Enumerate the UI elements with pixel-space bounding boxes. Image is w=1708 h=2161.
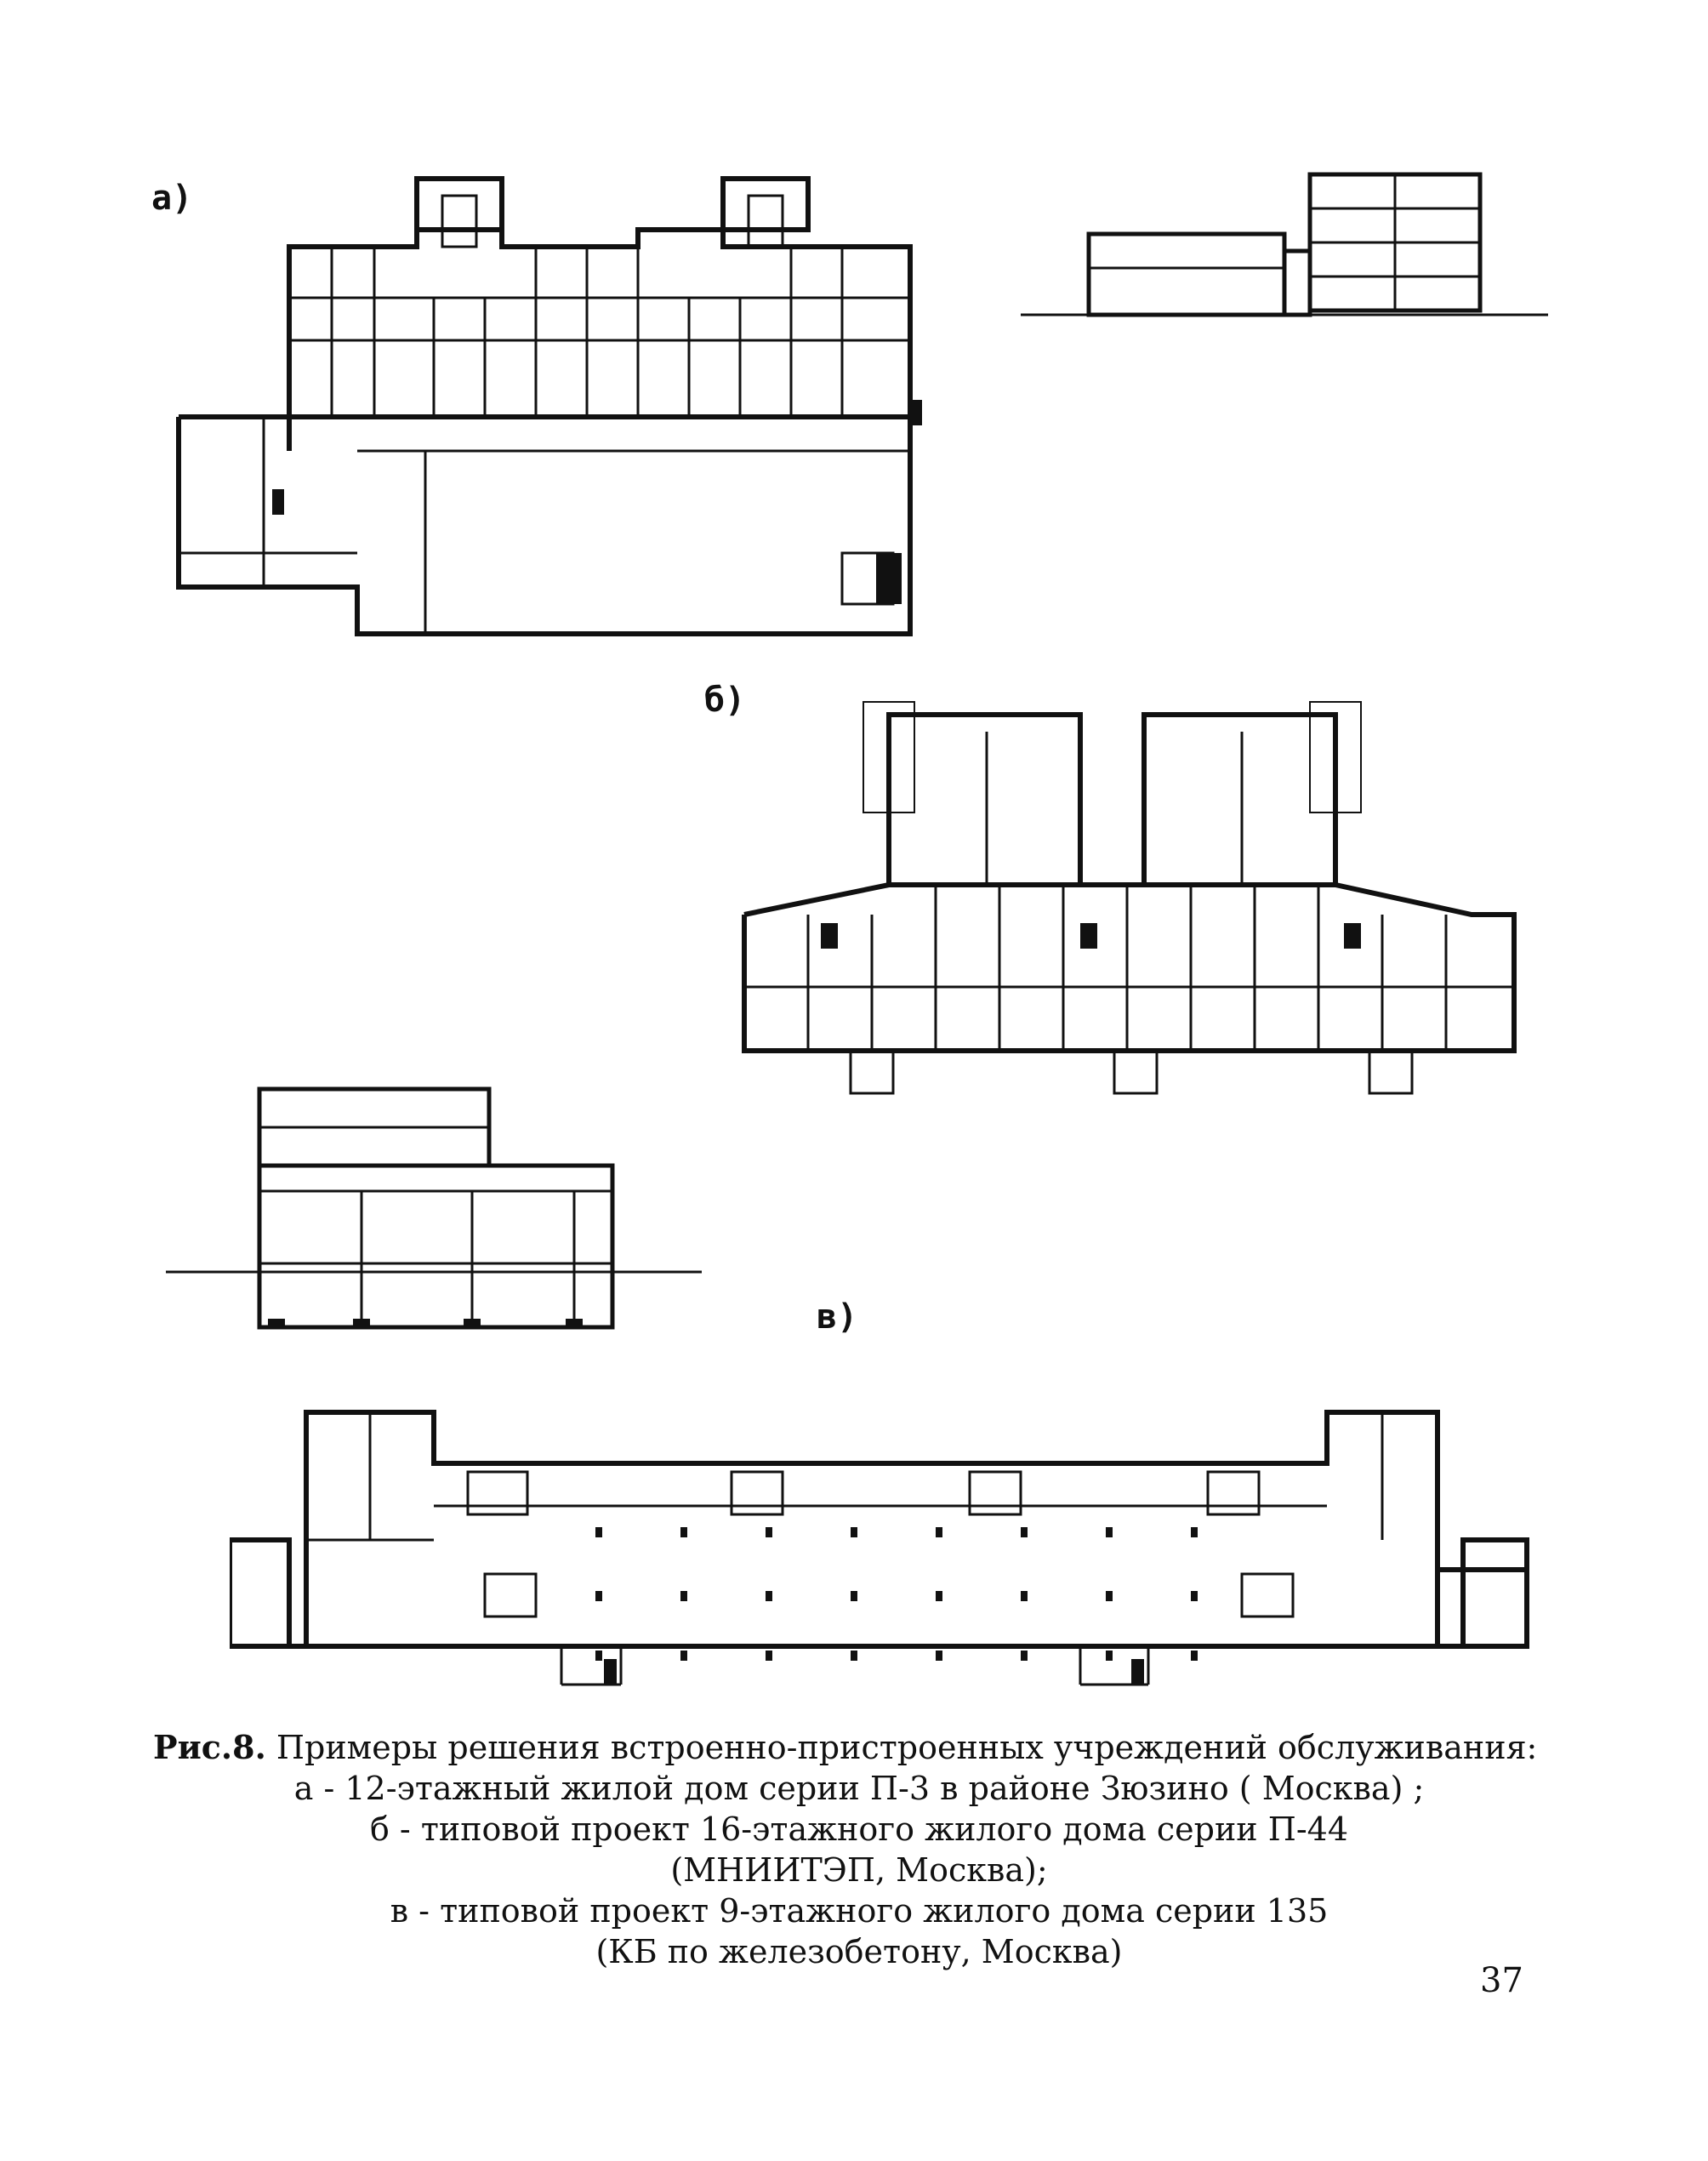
section-v xyxy=(166,1080,702,1336)
label-v: в) xyxy=(817,1297,858,1337)
caption-line-4: (МНИИТЭП, Москва); xyxy=(670,1851,1048,1889)
floor-plan-v xyxy=(230,1404,1531,1702)
floor-plan-b xyxy=(723,689,1540,1115)
caption-title: Примеры решения встроенно-пристроенных у… xyxy=(276,1729,1538,1766)
figure-caption: Рис.8. Примеры решения встроенно-пристро… xyxy=(153,1727,1565,1972)
caption-line-5: в - типовой проект 9-этажного жилого дом… xyxy=(390,1892,1329,1930)
floor-plan-a xyxy=(162,170,944,647)
caption-figure-number: Рис.8. xyxy=(153,1728,266,1766)
label-b: б) xyxy=(704,681,746,720)
label-a: а) xyxy=(151,179,193,218)
caption-line-2: а - 12-этажный жилой дом серии П-3 в рай… xyxy=(293,1770,1425,1807)
caption-line-1: Рис.8. Примеры решения встроенно-пристро… xyxy=(153,1727,1565,1768)
caption-line-3: б - типовой проект 16-этажного жилого до… xyxy=(369,1810,1349,1848)
page-number: 37 xyxy=(1480,1961,1523,2000)
caption-line-6: (КБ по железобетону, Москва) xyxy=(595,1933,1123,1970)
section-a xyxy=(1021,170,1548,357)
